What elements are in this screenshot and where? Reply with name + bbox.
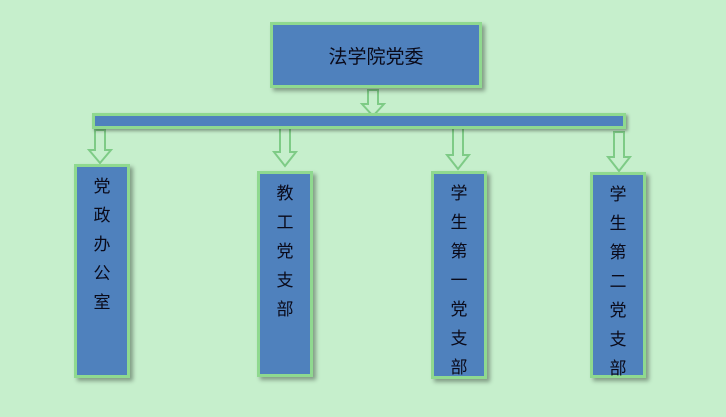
- branch-label-char: 支: [609, 330, 627, 350]
- branch-label-char: 生: [609, 214, 627, 234]
- down-arrow-icon: [271, 127, 299, 168]
- down-arrow-icon: [86, 129, 114, 165]
- branch-label-char: 教: [276, 184, 294, 204]
- branch-node-party-office: 党政办公室: [74, 164, 130, 378]
- branch-label-char: 一: [450, 271, 468, 291]
- down-arrow-icon: [359, 89, 387, 118]
- branch-label-char: 公: [93, 264, 111, 284]
- branch-label-char: 工: [276, 213, 294, 233]
- branch-label-char: 室: [93, 293, 111, 313]
- branch-label-char: 党: [93, 177, 111, 197]
- branch-label-char: 第: [609, 243, 627, 263]
- branch-label-char: 二: [609, 272, 627, 292]
- branch-node-student-first-party-branch: 学生第一党支部: [431, 171, 487, 379]
- top-node-label: 法学院党委: [328, 45, 424, 68]
- down-arrow-icon: [605, 131, 633, 173]
- down-arrow-icon: [444, 127, 472, 171]
- top-node-party-committee: 法学院党委: [270, 22, 482, 88]
- branch-label-char: 办: [93, 235, 111, 255]
- branch-label-char: 部: [609, 359, 627, 379]
- branch-label-char: 生: [450, 213, 468, 233]
- branch-label-char: 支: [450, 329, 468, 349]
- branch-node-faculty-party-branch: 教工党支部: [257, 171, 313, 377]
- branch-label-char: 部: [450, 358, 468, 378]
- branch-label-char: 部: [276, 300, 294, 320]
- branch-label-char: 政: [93, 206, 111, 226]
- branch-label-char: 学: [609, 185, 627, 205]
- branch-label-char: 党: [276, 242, 294, 262]
- branch-label-char: 第: [450, 242, 468, 262]
- branch-node-student-second-party-branch: 学生第二党支部: [590, 172, 646, 379]
- branch-label-char: 学: [450, 184, 468, 204]
- branch-label-char: 支: [276, 271, 294, 291]
- branch-label-char: 党: [609, 301, 627, 321]
- branch-label-char: 党: [450, 300, 468, 320]
- connector-bar: [92, 113, 626, 129]
